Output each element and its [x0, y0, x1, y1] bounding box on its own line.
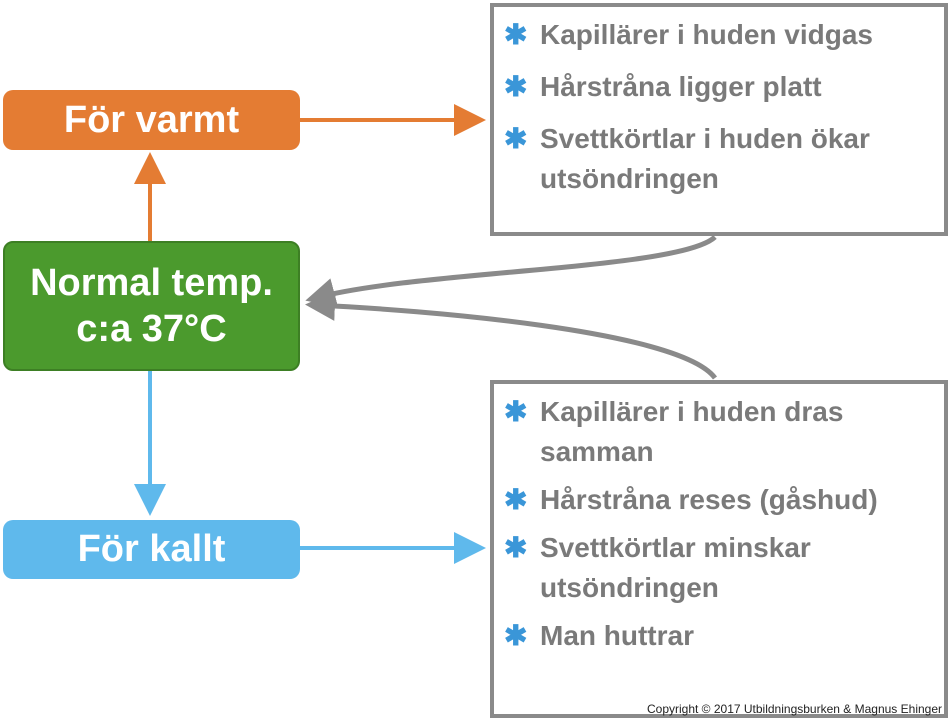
too-warm-node: För varmt: [3, 90, 300, 150]
arrow-warm-panel-to-normal: [305, 235, 717, 308]
list-item: ✱ Svettkörtlar i huden ökar utsöndringen: [504, 119, 934, 199]
asterisk-icon: ✱: [504, 484, 528, 515]
list-item: ✱ Svettkörtlar minskar utsöndringen: [504, 528, 934, 608]
warm-responses-panel: ✱ Kapillärer i huden vidgas ✱ Hårstråna li…: [490, 3, 948, 236]
list-item: ✱ Man huttrar: [504, 616, 934, 656]
asterisk-icon: ✱: [504, 71, 528, 102]
item-text: Svettkörtlar minskar utsöndringen: [540, 532, 811, 603]
normal-temp-value: c:a 37°C: [76, 308, 227, 350]
asterisk-icon: ✱: [504, 532, 528, 563]
list-item: ✱ Hårstråna ligger platt: [504, 67, 934, 107]
item-text: Hårstråna ligger platt: [540, 71, 822, 102]
normal-temp-node: Normal temp. c:a 37°C: [3, 241, 300, 371]
list-item: ✱ Hårstråna reses (gåshud): [504, 480, 934, 520]
normal-temp-label: Normal temp.: [30, 262, 273, 304]
asterisk-icon: ✱: [504, 620, 528, 651]
asterisk-icon: ✱: [504, 19, 528, 50]
copyright-text: Copyright © 2017 Utbildningsburken & Mag…: [646, 702, 942, 716]
too-warm-label: För varmt: [63, 98, 240, 141]
cold-responses-panel: ✱ Kapillärer i huden dras samman ✱ Hårstrå…: [490, 380, 948, 718]
item-text: Hårstråna reses (gåshud): [540, 484, 878, 515]
list-item: ✱ Kapillärer i huden vidgas: [504, 15, 934, 55]
list-item: ✱ Kapillärer i huden dras samman: [504, 392, 934, 472]
item-text: Man huttrar: [540, 620, 694, 651]
item-text: Kapillärer i huden dras samman: [540, 396, 844, 467]
asterisk-icon: ✱: [504, 396, 528, 427]
item-text: Kapillärer i huden vidgas: [540, 19, 873, 50]
asterisk-icon: ✱: [504, 123, 528, 154]
too-cold-label: För kallt: [77, 528, 226, 570]
item-text: Svettkörtlar i huden ökar utsöndringen: [540, 123, 870, 194]
arrow-cold-panel-to-normal: [305, 290, 718, 380]
too-cold-node: För kallt: [3, 520, 300, 579]
